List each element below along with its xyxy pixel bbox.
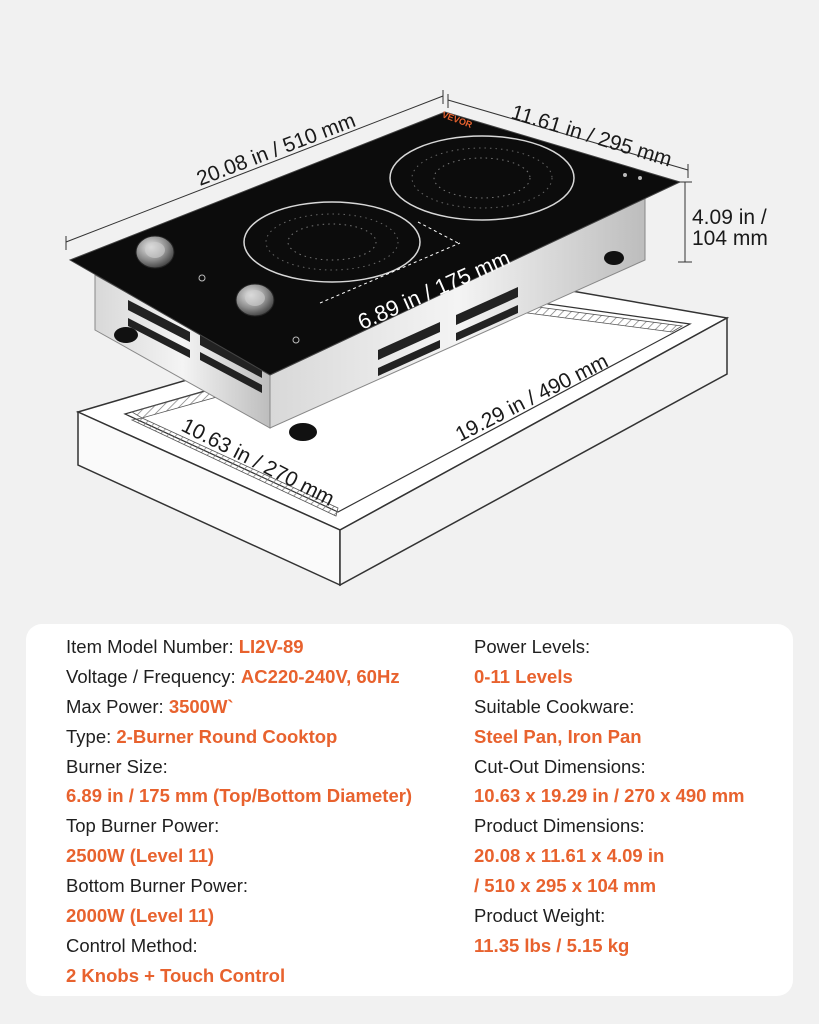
specs-right-column: Power Levels: 0-11 Levels Suitable Cookw… — [474, 632, 745, 961]
spec-model: Item Model Number: LI2V-89 — [66, 632, 412, 662]
spec-burner-size-value: 6.89 in / 175 mm (Top/Bottom Diameter) — [66, 781, 412, 811]
spec-label: Bottom Burner Power: — [66, 875, 248, 897]
top-burner — [389, 135, 575, 221]
spec-value: LI2V-89 — [238, 636, 304, 657]
spec-value: 11.35 lbs / 5.15 kg — [474, 934, 630, 956]
spec-value: 6.89 in / 175 mm (Top/Bottom Diameter) — [66, 785, 413, 807]
bottom-knob — [235, 283, 275, 317]
spec-weight-label: Product Weight: — [474, 901, 745, 931]
spec-value: 10.63 x 19.29 in / 270 x 490 mm — [474, 785, 745, 807]
spec-value: Steel Pan, Iron Pan — [474, 725, 642, 747]
bottom-burner — [243, 201, 421, 283]
spec-type: Type: 2-Burner Round Cooktop — [66, 722, 412, 752]
spec-value: AC220-240V, 60Hz — [240, 665, 400, 687]
spec-label: Voltage / Frequency: — [66, 665, 241, 687]
spec-label: Control Method: — [66, 934, 198, 956]
spec-value: 2000W (Level 11) — [66, 905, 215, 927]
cooktop-body — [94, 197, 646, 441]
spec-label: Product Weight: — [474, 905, 606, 927]
spec-value: 0-11 Levels — [474, 665, 573, 687]
spec-top-burner-label: Top Burner Power: — [66, 811, 412, 841]
spec-label: Suitable Cookware: — [474, 695, 635, 717]
spec-label: Top Burner Power: — [66, 815, 220, 837]
spec-burner-size-label: Burner Size: — [66, 752, 412, 782]
spec-value: 2500W (Level 11) — [66, 845, 215, 867]
spec-value: 20.08 x 11.61 x 4.09 in — [474, 845, 665, 867]
spec-max-power: Max Power: 3500W` — [66, 692, 412, 722]
spec-top-burner-value: 2500W (Level 11) — [66, 841, 412, 871]
spec-label: Item Model Number: — [66, 636, 239, 657]
spec-power-levels-value: 0-11 Levels — [474, 662, 745, 692]
spec-power-levels-label: Power Levels: — [474, 632, 745, 662]
spec-value: 2 Knobs + Touch Control — [66, 964, 286, 986]
spec-control-label: Control Method: — [66, 931, 412, 961]
dimension-lines — [65, 90, 692, 263]
spec-cookware-label: Suitable Cookware: — [474, 692, 745, 722]
spec-voltage: Voltage / Frequency: AC220-240V, 60Hz — [66, 662, 412, 692]
spec-label: Max Power: — [66, 695, 169, 717]
spec-cutout-value: 10.63 x 19.29 in / 270 x 490 mm — [474, 781, 745, 811]
spec-value: / 510 x 295 x 104 mm — [474, 875, 657, 897]
specifications-card: Item Model Number: LI2V-89 Voltage / Fre… — [26, 624, 793, 996]
spec-bottom-burner-value: 2000W (Level 11) — [66, 901, 412, 931]
cooktop-illustration: VEVOR 20.08 in / 510 mm 11.61 in / 295 m… — [65, 90, 768, 587]
spec-product-dims-label: Product Dimensions: — [474, 811, 745, 841]
specs-left-column: Item Model Number: LI2V-89 Voltage / Fre… — [66, 632, 412, 991]
spec-control-value: 2 Knobs + Touch Control — [66, 961, 412, 991]
spec-bottom-burner-label: Bottom Burner Power: — [66, 871, 412, 901]
spec-value: 2-Burner Round Cooktop — [116, 725, 338, 747]
cutout-frame — [75, 281, 730, 587]
spec-label: Burner Size: — [66, 755, 168, 777]
spec-product-dims-value-2: / 510 x 295 x 104 mm — [474, 871, 745, 901]
spec-cutout-label: Cut-Out Dimensions: — [474, 752, 745, 782]
spec-label: Cut-Out Dimensions: — [474, 755, 646, 777]
spec-value: 3500W` — [168, 695, 234, 717]
height-label-line2: 104 mm — [692, 227, 768, 250]
spec-label: Product Dimensions: — [474, 815, 645, 837]
spec-label: Type: — [66, 725, 117, 747]
spec-cookware-value: Steel Pan, Iron Pan — [474, 722, 745, 752]
top-knob — [135, 235, 175, 269]
spec-label: Power Levels: — [474, 636, 591, 657]
spec-weight-value: 11.35 lbs / 5.15 kg — [474, 931, 745, 961]
spec-product-dims-value-1: 20.08 x 11.61 x 4.09 in — [474, 841, 745, 871]
height-label-line1: 4.09 in / — [692, 206, 767, 229]
